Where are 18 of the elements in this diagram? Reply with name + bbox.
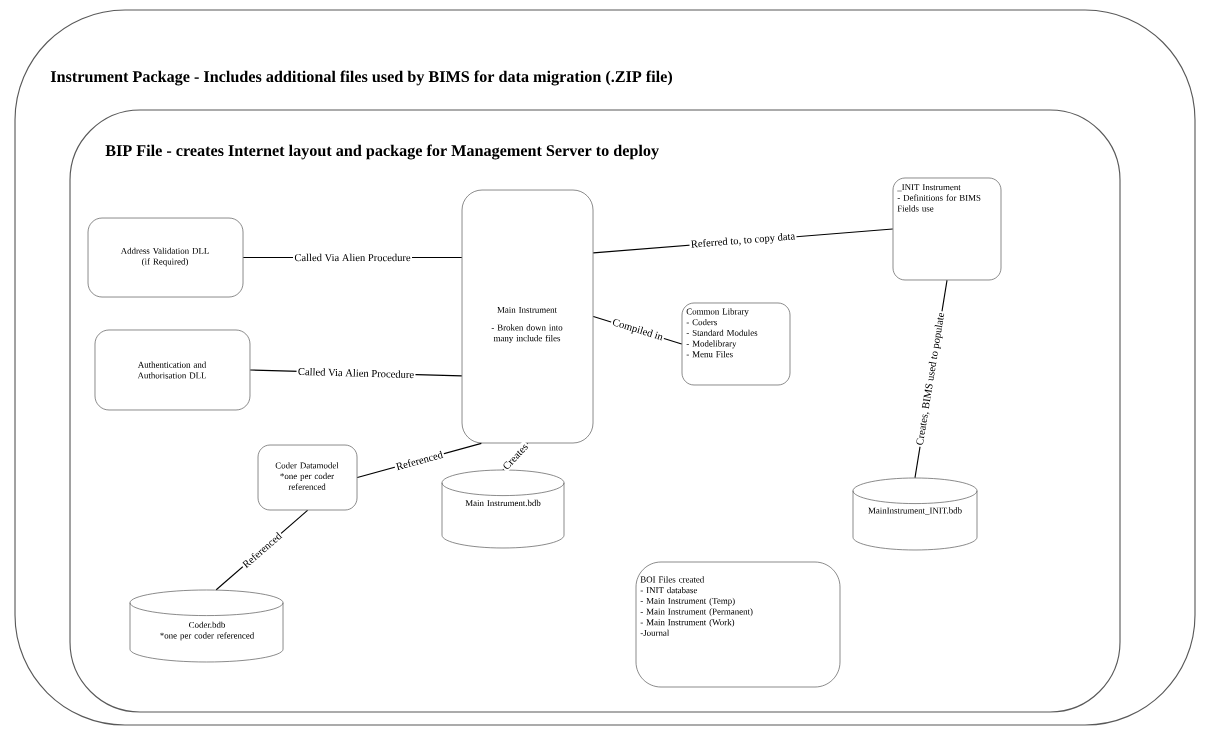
database-cylinder: Coder.bdb *one per coder referenced <box>129 589 284 663</box>
node-label: Coder.bdb <box>189 621 226 628</box>
node-label: *one per coder referenced <box>160 632 255 641</box>
edge-label: Referred to, to copy data <box>689 230 797 252</box>
process-box: Authentication and Authorisation DLL <box>94 329 251 411</box>
process-box: Common Library - Coders - Standard Modules - Modelibrary - Menu Files <box>681 302 791 386</box>
process-box: _INIT Instrument - Definitions for BIMS Fields use <box>892 177 1002 281</box>
process-box: BOI Files created - INIT database - Main Instrument (Temp) - Main Instrument (Permanent) - Main Instrument (Work) -Journal <box>635 561 841 688</box>
edge-label: Called Via Alien Procedure <box>296 366 416 380</box>
database-cylinder: Main Instrument.bdb <box>441 469 565 549</box>
process-box: Main Instrument - Broken down into many include files <box>461 189 594 444</box>
process-box: Address Validation DLL (if Required) <box>87 217 244 298</box>
process-box: Coder Datamodel *one per coder referenced <box>257 444 358 511</box>
edge-label: Called Via Alien Procedure <box>293 252 412 263</box>
node-label: Main Instrument.bdb <box>465 499 541 507</box>
database-cylinder: MainInstrument_INIT.bdb <box>852 477 978 551</box>
edge-label: Creates, BIMS used to populate <box>913 310 949 448</box>
node-label: MainInstrument_INIT.bdb <box>868 507 962 515</box>
